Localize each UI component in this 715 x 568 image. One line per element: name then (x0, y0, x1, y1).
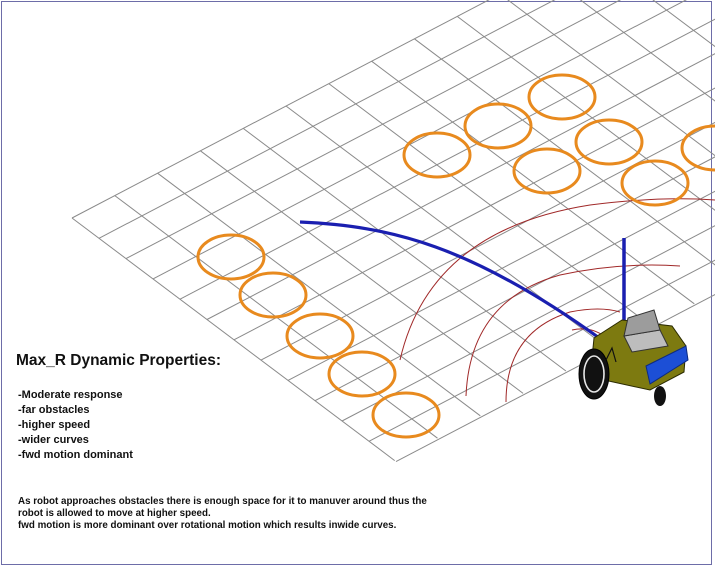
grid-line (71, 0, 490, 219)
grid-line (233, 87, 715, 341)
obstacle-rings (196, 73, 715, 439)
grid-line (242, 128, 567, 372)
grid-line (98, 0, 556, 239)
obstacle-ring (620, 159, 690, 207)
grid-line (287, 156, 715, 381)
property-item: -fwd motion dominant (18, 449, 133, 461)
obstacle-ring (238, 271, 308, 319)
grid-line (206, 53, 715, 320)
grid-line (200, 150, 524, 394)
robot-wheel-rim (583, 355, 605, 393)
robot-model (578, 238, 689, 406)
description-text: As robot approaches obstacles there is e… (18, 496, 498, 532)
grid-line (371, 60, 695, 305)
robot-right-wheel (654, 386, 666, 406)
grid-line (179, 18, 715, 300)
obstacle-ring (285, 312, 355, 360)
grid-line (579, 0, 715, 102)
grid-line (652, 0, 715, 48)
obstacle-ring (196, 233, 266, 281)
obstacle-ring (574, 118, 644, 166)
obstacle-ring (402, 131, 472, 179)
grid-line (700, 0, 715, 6)
property-item: -wider curves (18, 434, 89, 446)
description-line: As robot approaches obstacles there is e… (18, 496, 427, 507)
obstacle-ring (371, 391, 441, 439)
grid-line (368, 259, 715, 442)
grid-line (125, 0, 622, 260)
grid-line (71, 217, 396, 461)
property-item: -higher speed (18, 419, 91, 431)
robot-heading-arrow (605, 346, 617, 363)
grid-line (152, 0, 687, 280)
obstacle-ring (512, 147, 582, 195)
grid-line (395, 294, 715, 463)
grid-line (157, 172, 481, 417)
description-line: fwd motion is more dominant over rotatio… (18, 520, 397, 531)
obstacle-ring (527, 73, 597, 121)
range-arc (505, 308, 621, 403)
robot-laptop-screen (623, 309, 661, 337)
floor-grid (71, 0, 715, 463)
panel-heading: Max_R Dynamic Properties: (16, 352, 222, 369)
property-item: -far obstacles (18, 404, 90, 416)
obstacle-ring (327, 350, 397, 398)
description-line: robot is allowed to move at higher speed… (18, 508, 211, 519)
sensor-range-arcs (399, 198, 715, 403)
obstacle-ring (463, 102, 533, 150)
properties-list: -Moderate response -far obstacles -highe… (18, 388, 133, 463)
grid-line (507, 0, 715, 157)
grid-line (341, 225, 715, 422)
robot-trajectory-path (299, 220, 603, 342)
grid-line (456, 16, 715, 211)
property-item: -Moderate response (18, 389, 123, 401)
robot-front-bumper (645, 345, 689, 385)
range-arc (465, 264, 681, 397)
grid-line (328, 83, 652, 327)
range-arc (399, 198, 715, 361)
obstacle-ring (680, 124, 715, 172)
